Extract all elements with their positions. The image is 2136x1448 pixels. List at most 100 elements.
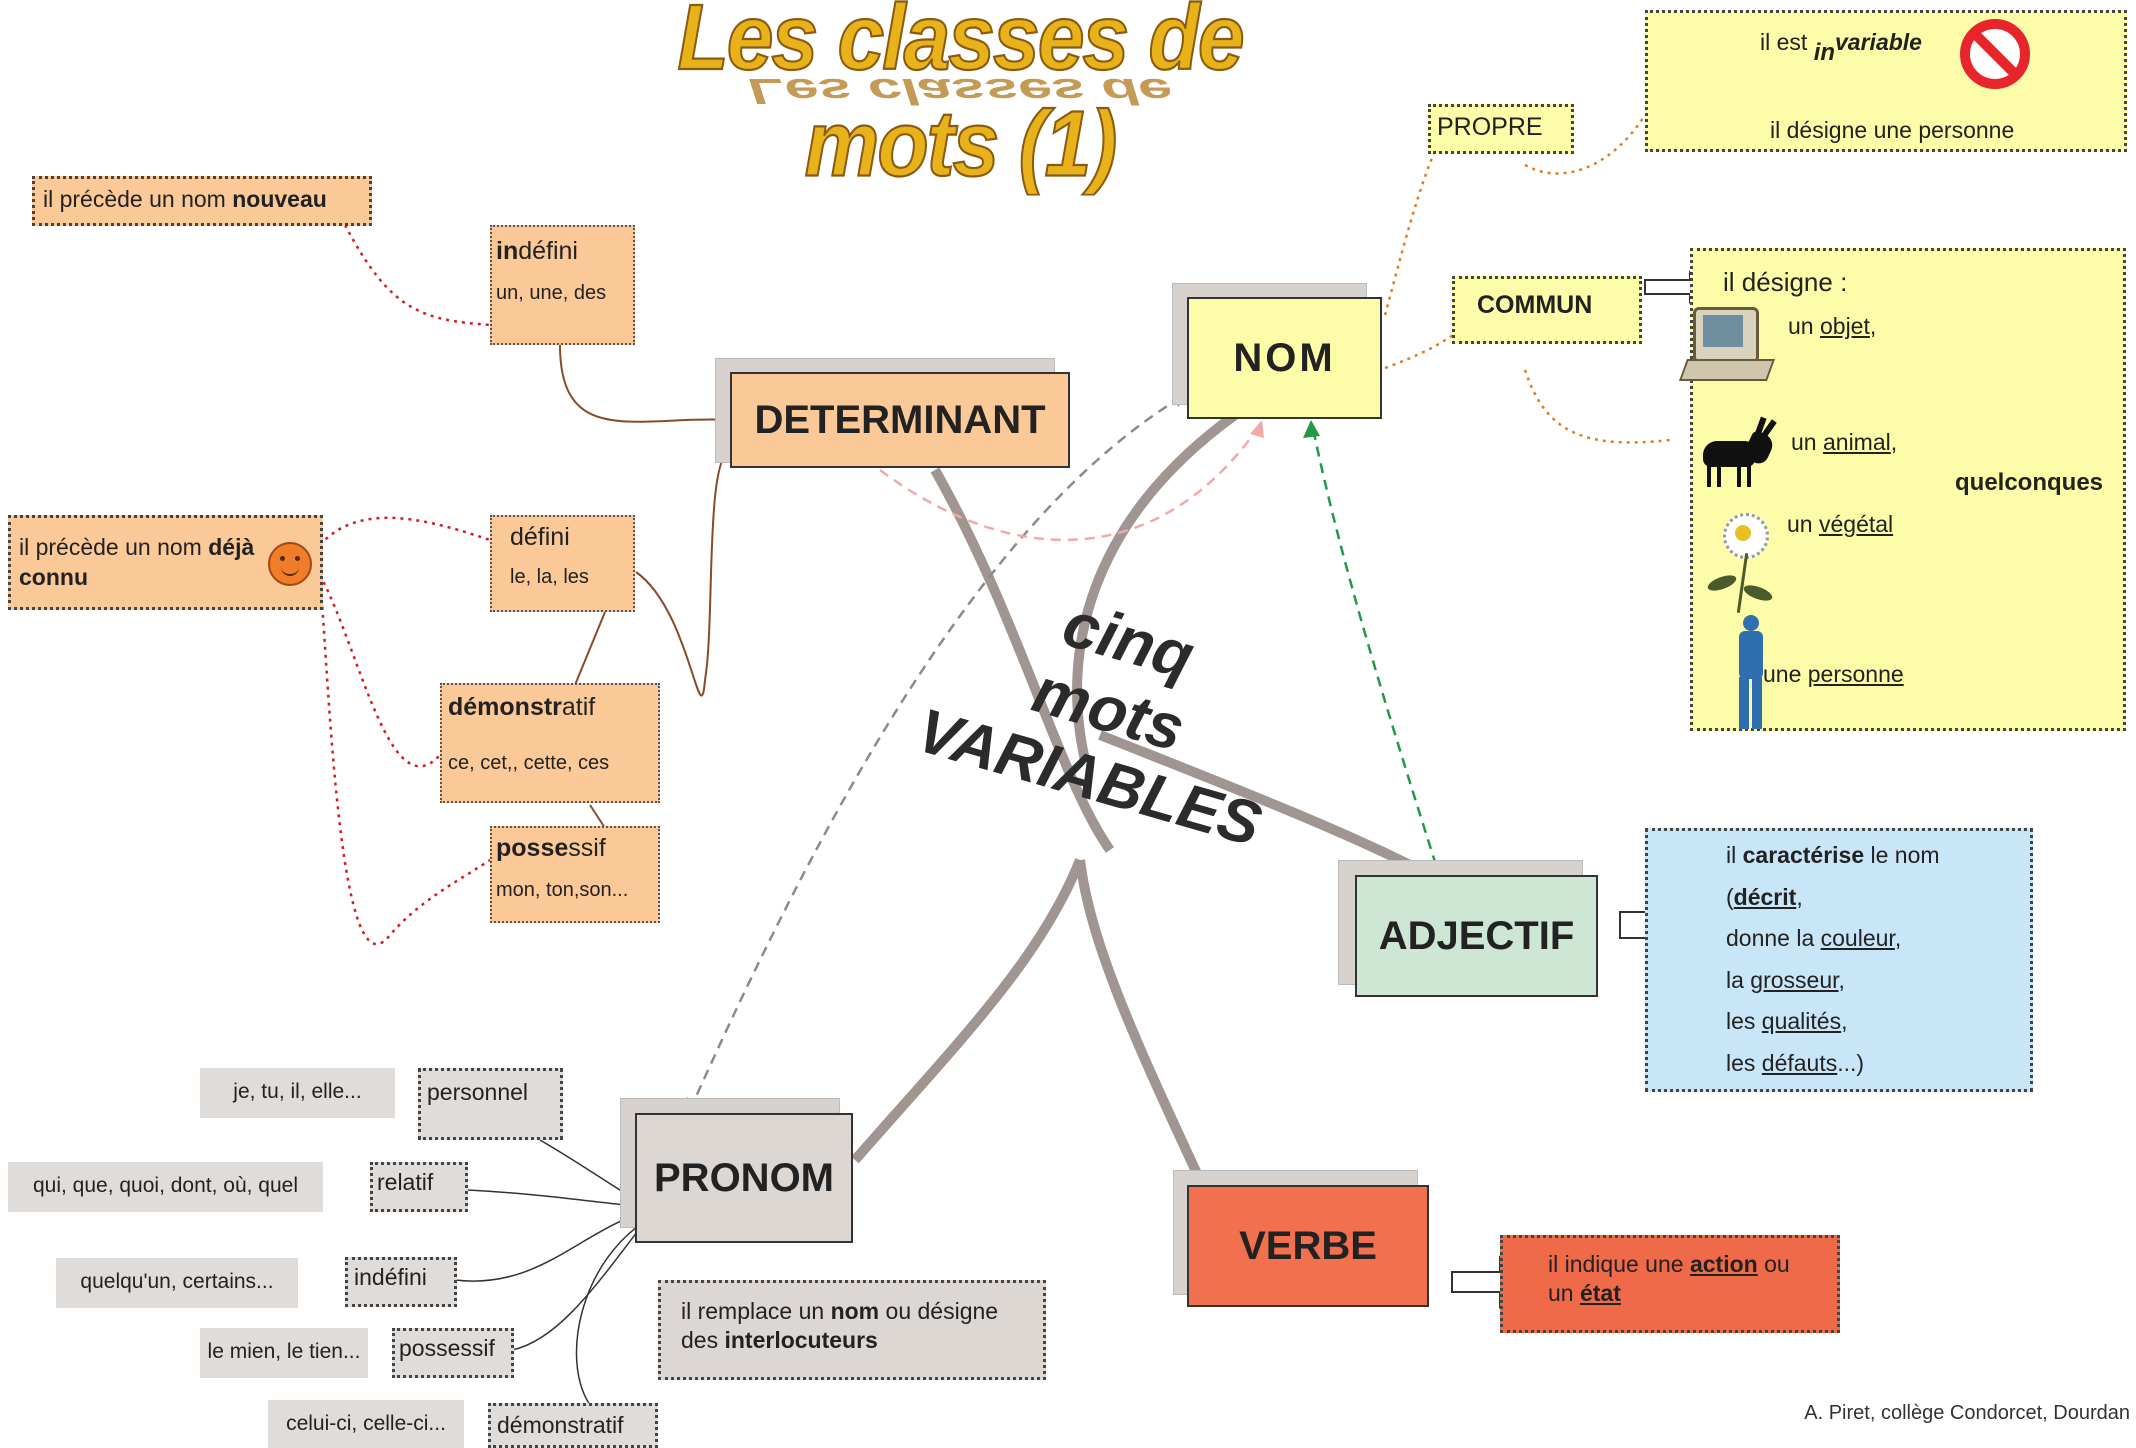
commun-intro: il désigne : bbox=[1723, 267, 1848, 297]
demonstratif-bold: démonstr bbox=[448, 693, 562, 721]
page-title: Les classes de mots (1) Les classes de m… bbox=[640, 0, 1280, 197]
branch-nom bbox=[1072, 410, 1238, 762]
demonstratif-rest: atif bbox=[561, 693, 596, 721]
dotted-connu-defini bbox=[319, 516, 491, 546]
det-demonstratif-box: démonstratif ce, cet,, cette, ces bbox=[440, 683, 660, 803]
nom-node[interactable]: NOM bbox=[1187, 297, 1382, 419]
branch-determinant bbox=[930, 467, 1115, 853]
pronom-type-indefini: indéfini bbox=[345, 1257, 457, 1307]
dotted-nom-propre bbox=[1383, 139, 1442, 316]
pronom-type-personnel: personnel bbox=[418, 1068, 563, 1140]
possessif-rest: ssif bbox=[568, 834, 606, 862]
flower-icon bbox=[1693, 513, 1775, 613]
invariable-line: il est invariable bbox=[1760, 29, 1922, 66]
connu-bold-1: déjà bbox=[208, 534, 255, 560]
dotted-connu-demonstratif bbox=[318, 574, 441, 768]
defini-examples: le, la, les bbox=[510, 566, 589, 588]
adjectif-label: ADJECTIF bbox=[1378, 913, 1575, 958]
det-possessif-box: possessif mon, ton,son... bbox=[490, 826, 660, 923]
link-indefini bbox=[559, 344, 731, 423]
adj-line-5: les qualités, bbox=[1726, 1008, 1848, 1034]
verbe-line-2: un état bbox=[1548, 1280, 1621, 1306]
pronom-example-demonstratif: celui-ci, celle-ci... bbox=[268, 1400, 464, 1448]
verbe-description: il indique une action ou un état bbox=[1500, 1235, 1840, 1333]
adj-line-6: les défauts...) bbox=[1726, 1049, 1865, 1076]
determinant-connu-note: il précède un nom déjà connu bbox=[8, 515, 323, 610]
pronom-label: PRONOM bbox=[654, 1155, 834, 1200]
propre-description: il est invariable il désigne une personn… bbox=[1645, 10, 2127, 152]
dashed-arrow-determinant-nom bbox=[879, 427, 1260, 542]
det-defini-box: défini le, la, les bbox=[490, 515, 635, 612]
invariable-word: variable bbox=[1835, 29, 1922, 55]
adj-line-4: la grosseur, bbox=[1726, 966, 1845, 993]
indefini-examples: un, une, des bbox=[496, 282, 607, 304]
demonstratif-examples: ce, cet,, cette, ces bbox=[448, 752, 610, 774]
pronom-example-indefini: quelqu'un, certains... bbox=[56, 1258, 298, 1308]
propre-label: PROPRE bbox=[1437, 113, 1543, 141]
pronom-node[interactable]: PRONOM bbox=[635, 1113, 853, 1243]
pronom-example-relatif: qui, que, quoi, dont, où, quel bbox=[8, 1162, 323, 1212]
smiley-icon bbox=[268, 542, 312, 586]
defini-title: défini bbox=[510, 523, 570, 551]
computer-icon bbox=[1675, 299, 1776, 383]
nouveau-prefix: il précède un nom bbox=[43, 186, 233, 212]
dotted-commun-desc bbox=[1523, 369, 1671, 444]
commun-personne: une personne bbox=[1763, 661, 1904, 687]
determinant-label: DETERMINANT bbox=[754, 397, 1046, 442]
commun-animal: un animal, bbox=[1791, 429, 1898, 455]
nom-label: NOM bbox=[1233, 335, 1336, 380]
dashed-arrow-pronom-nom bbox=[688, 396, 1181, 1111]
pronom-example-possessif: le mien, le tien... bbox=[200, 1328, 368, 1378]
indefini-rest: défini bbox=[518, 237, 578, 265]
branch-pronom bbox=[851, 858, 1085, 1164]
pronom-type-demonstratif: démonstratif bbox=[488, 1403, 658, 1448]
arrowhead-pink bbox=[1250, 420, 1264, 438]
adjectif-node[interactable]: ADJECTIF bbox=[1355, 875, 1598, 997]
commun-label: COMMUN bbox=[1477, 291, 1593, 319]
nom-propre-box[interactable]: PROPRE bbox=[1428, 104, 1574, 154]
invariable-in: in bbox=[1813, 39, 1836, 66]
verbe-node[interactable]: VERBE bbox=[1187, 1185, 1429, 1307]
connu-bold-2: connu bbox=[19, 564, 88, 590]
link-demonstratif bbox=[574, 611, 606, 686]
pronom-description: il remplace un nom ou désigne des interl… bbox=[658, 1280, 1046, 1380]
pronom-link-demonstratif bbox=[575, 1217, 651, 1406]
dashed-arrow-adjectif-nom bbox=[1311, 427, 1438, 866]
dotted-propre-desc bbox=[1524, 114, 1647, 175]
determinant-node[interactable]: DETERMINANT bbox=[730, 372, 1070, 468]
possessif-bold: posse bbox=[496, 834, 569, 862]
title-shadow: Les classes de mots (1) bbox=[748, 72, 1172, 112]
branch-verbe bbox=[1075, 859, 1205, 1183]
forbidden-icon bbox=[1960, 19, 2030, 89]
pronom-desc-line-1: il remplace un nom ou désigne bbox=[681, 1298, 999, 1324]
verbe-line-1: il indique une action ou bbox=[1548, 1251, 1790, 1277]
pronom-desc-line-2: des interlocuteurs bbox=[681, 1327, 878, 1353]
nom-commun-box[interactable]: COMMUN bbox=[1452, 276, 1642, 344]
person-icon bbox=[1733, 615, 1773, 731]
adj-line-2: (décrit, bbox=[1726, 883, 1803, 910]
commun-vegetal: un végétal bbox=[1787, 511, 1894, 537]
pronom-link-possessif bbox=[511, 1214, 651, 1351]
pronom-type-possessif: possessif bbox=[392, 1328, 514, 1378]
dotted-nouveau-indefini bbox=[343, 224, 491, 327]
determinant-nouveau-note: il précède un nom nouveau bbox=[32, 176, 372, 226]
dotted-nom-commun bbox=[1384, 328, 1461, 370]
indefini-bold: in bbox=[496, 237, 519, 265]
link-defini bbox=[635, 449, 731, 697]
quelconques-label: quelconques bbox=[1955, 469, 2104, 496]
invariable-prefix: il est bbox=[1760, 29, 1814, 55]
nouveau-bold: nouveau bbox=[232, 186, 327, 212]
commun-description: il désigne : un objet, un animal, un vég… bbox=[1678, 248, 2126, 731]
adj-line-3: donne la couleur, bbox=[1726, 925, 1902, 951]
link-possessif bbox=[589, 804, 606, 829]
adj-line-1: il caractérise le nom bbox=[1726, 842, 1940, 868]
det-indefini-box: indéfini un, une, des bbox=[490, 225, 635, 345]
possessif-examples: mon, ton,son... bbox=[496, 879, 629, 901]
title-text: Les classes de mots (1) bbox=[676, 0, 1245, 197]
commun-objet: un objet, bbox=[1788, 313, 1877, 339]
arrowhead-green bbox=[1303, 420, 1320, 438]
branch-adjectif bbox=[1098, 730, 1413, 870]
connu-prefix: il précède un nom bbox=[19, 534, 209, 560]
pronom-type-relatif: relatif bbox=[370, 1162, 468, 1212]
donkey-icon bbox=[1697, 416, 1793, 497]
